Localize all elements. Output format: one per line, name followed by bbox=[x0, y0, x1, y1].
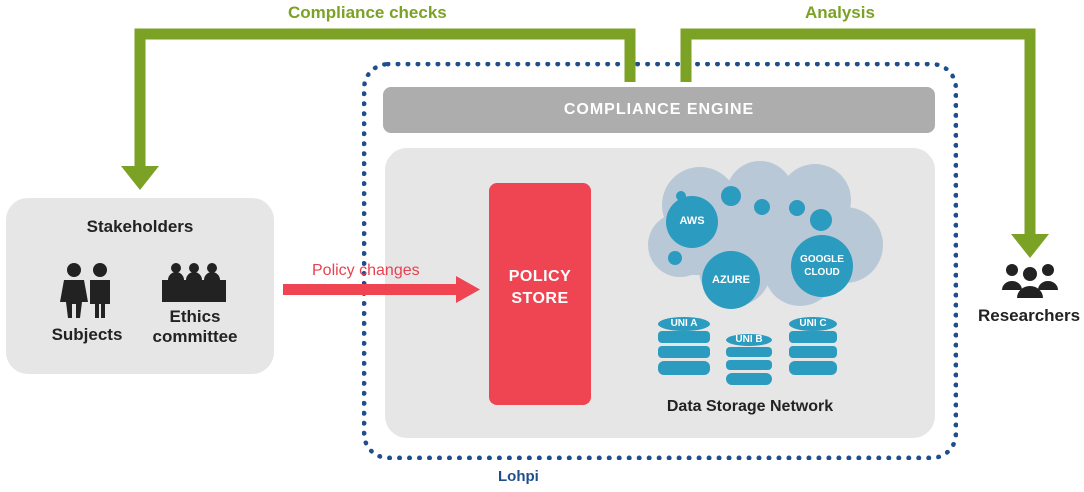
policy-store-label: POLICY STORE bbox=[508, 268, 572, 307]
stakeholders-panel bbox=[6, 198, 274, 374]
uni-b-label: UNI B bbox=[735, 334, 763, 345]
cloud-nodes bbox=[666, 186, 853, 309]
subjects-label: Subjects bbox=[51, 325, 123, 344]
uni-c-label: UNI C bbox=[799, 318, 827, 329]
ethics-committee-icon bbox=[162, 263, 226, 302]
policy-changes-label: Policy changes bbox=[312, 262, 420, 279]
uni-a-label: UNI A bbox=[670, 318, 698, 329]
google-cloud-node bbox=[791, 235, 853, 297]
lohpi-boundary bbox=[362, 62, 958, 460]
compliance-engine-bar: COMPLIANCE ENGINE bbox=[383, 87, 935, 133]
policy-changes-arrow-shaft bbox=[283, 284, 459, 295]
compliance-checks-arrowhead bbox=[121, 166, 159, 190]
database-uni-a-icon bbox=[658, 317, 710, 375]
stakeholders-title: Stakeholders bbox=[86, 217, 194, 236]
compliance-checks-label: Compliance checks bbox=[288, 3, 447, 22]
researchers-label: Researchers bbox=[978, 306, 1081, 325]
analysis-label: Analysis bbox=[805, 3, 875, 22]
google-cloud-label: GOOGLE CLOUD bbox=[800, 254, 844, 278]
aws-node bbox=[666, 196, 718, 248]
aws-label: AWS bbox=[679, 215, 705, 227]
azure-label: AZURE bbox=[712, 274, 750, 286]
lohpi-label: Lohpi bbox=[498, 468, 539, 485]
analysis-arrow bbox=[680, 28, 1036, 238]
database-uni-c-icon bbox=[789, 317, 837, 375]
researchers-icon bbox=[1002, 264, 1058, 298]
analysis-arrowhead bbox=[1011, 234, 1049, 258]
azure-node bbox=[702, 251, 760, 309]
subjects-icon bbox=[60, 263, 110, 318]
database-uni-b-icon bbox=[726, 334, 772, 385]
policy-changes-arrowhead bbox=[456, 276, 480, 303]
compliance-checks-arrow bbox=[134, 28, 636, 170]
data-storage-network-label: Data Storage Network bbox=[666, 398, 834, 415]
ethics-committee-label: Ethics committee bbox=[152, 307, 238, 346]
policy-store-block bbox=[489, 183, 591, 405]
